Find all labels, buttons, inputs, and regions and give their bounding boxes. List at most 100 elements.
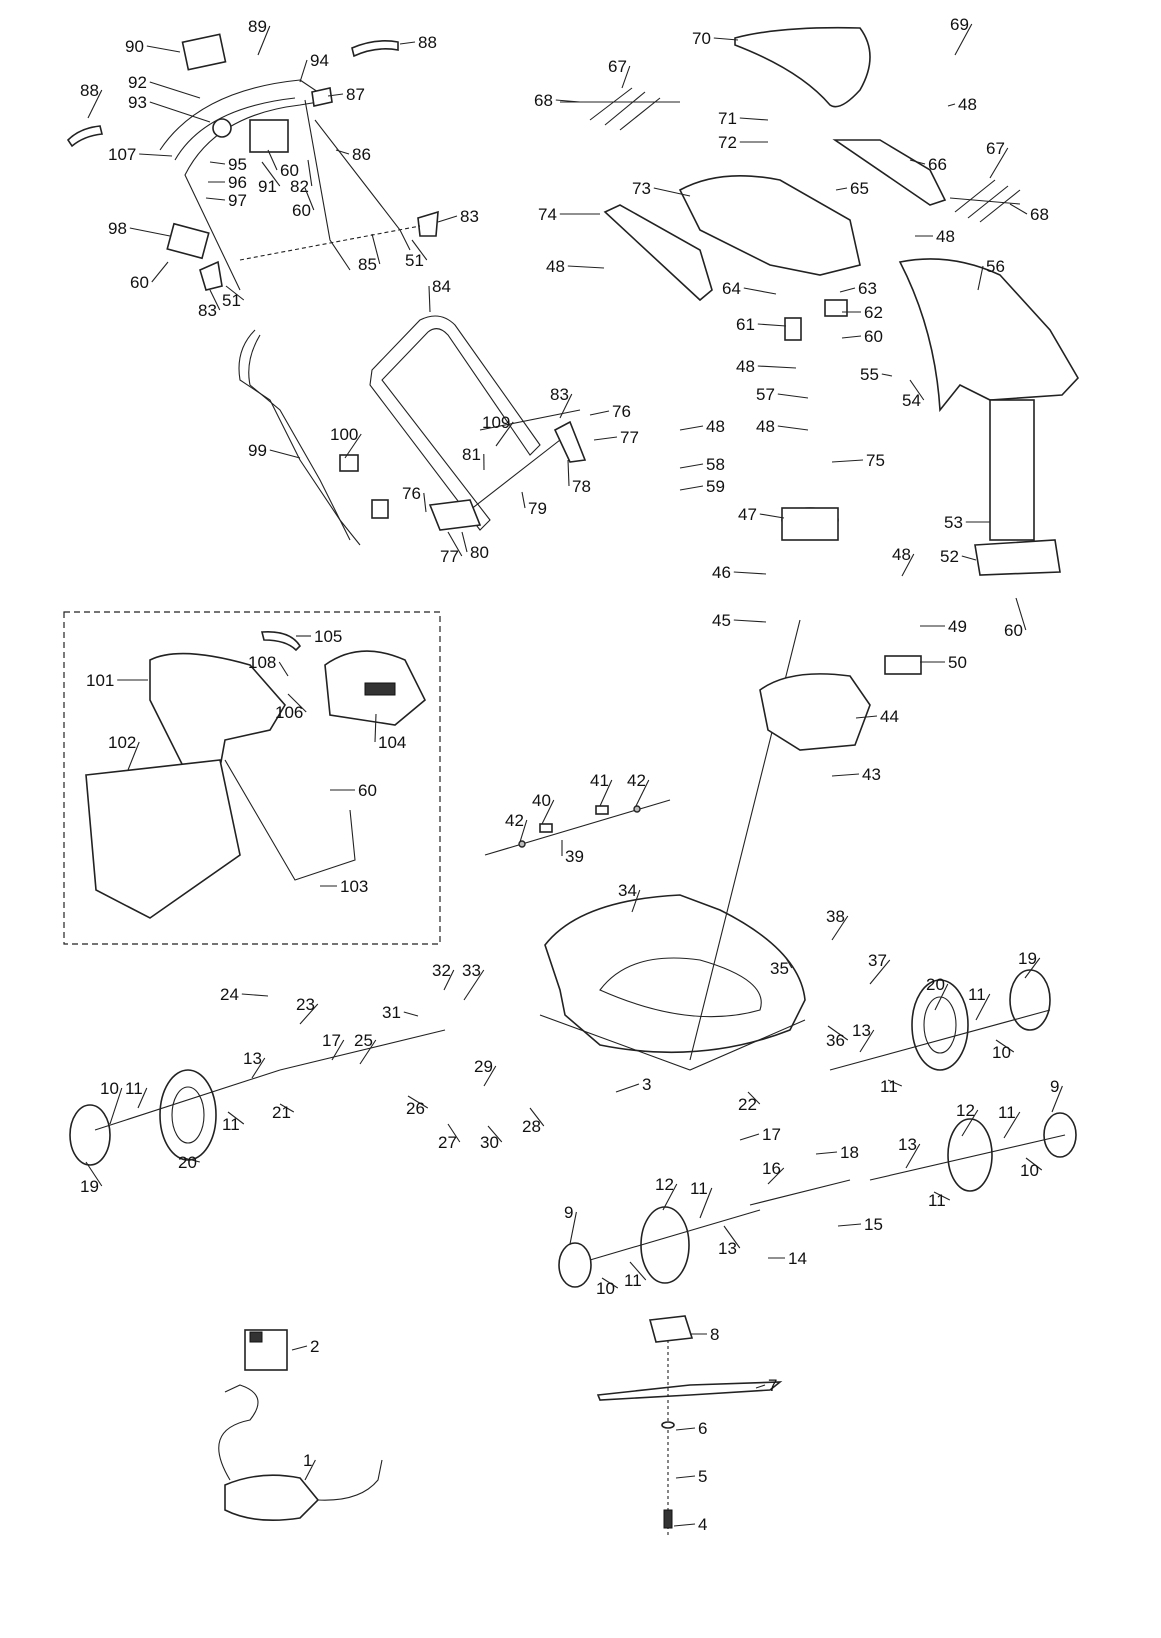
part-label-79: 79 [528, 499, 547, 518]
leader-line-p16 [767, 1167, 785, 1185]
part-label-78: 78 [572, 477, 591, 496]
leader-line-p48 [679, 425, 704, 431]
leader-line-p100 [344, 433, 362, 459]
leader-line-p63 [839, 287, 856, 293]
leader-line-p12 [961, 1109, 979, 1137]
part-label-37: 37 [868, 951, 887, 970]
leader-line-p92 [149, 81, 201, 99]
leader-line-p65 [835, 187, 848, 191]
part-label-104: 104 [378, 733, 406, 752]
leader-line-p20 [183, 1157, 200, 1163]
part-label-80: 80 [470, 543, 489, 562]
leader-line-p66 [909, 159, 926, 165]
part-label-83: 83 [198, 301, 217, 320]
leader-line-p76 [423, 492, 427, 513]
part-label-60: 60 [130, 273, 149, 292]
lower-handle-assembly [369, 315, 587, 531]
part-label-70: 70 [692, 29, 711, 48]
leader-line-p46 [733, 571, 767, 575]
part-label-14: 14 [788, 1249, 807, 1268]
leader-line-p37 [869, 959, 891, 985]
part-label-48: 48 [892, 545, 911, 564]
part-label-53: 53 [944, 513, 963, 532]
grass-bag-kit-box [63, 611, 441, 945]
part-label-10: 10 [1020, 1161, 1039, 1180]
part-label-24: 24 [220, 985, 239, 1004]
top-hood-assembly [603, 26, 1079, 576]
part-label-13: 13 [243, 1049, 262, 1068]
part-label-103: 103 [340, 877, 368, 896]
part-label-84: 84 [432, 277, 451, 296]
part-label-77: 77 [620, 428, 639, 447]
part-label-86: 86 [352, 145, 371, 164]
leader-line-p57 [777, 393, 809, 399]
leader-line-p11 [137, 1087, 148, 1109]
leader-line-p11 [699, 1187, 713, 1219]
part-label-12: 12 [956, 1101, 975, 1120]
part-label-47: 47 [738, 505, 757, 524]
leader-line-p71 [739, 117, 769, 121]
part-label-17: 17 [322, 1031, 341, 1050]
part-label-101: 101 [86, 671, 114, 690]
leader-line-p48 [567, 265, 605, 269]
leader-line-p95 [209, 161, 226, 165]
leader-line-p85 [371, 233, 381, 265]
leader-line-p22 [747, 1091, 761, 1105]
part-label-32: 32 [432, 961, 451, 980]
leader-line-p68 [1009, 203, 1028, 215]
part-label-18: 18 [840, 1143, 859, 1162]
part-label-83: 83 [550, 385, 569, 404]
part-label-1: 1 [303, 1451, 312, 1470]
part-label-94: 94 [310, 51, 329, 70]
part-label-74: 74 [538, 205, 557, 224]
part-label-11: 11 [880, 1077, 898, 1096]
part-label-87: 87 [346, 85, 365, 104]
part-label-60: 60 [864, 327, 883, 346]
mower-deck [539, 619, 806, 1071]
leader-line-p52 [961, 555, 977, 561]
leader-line-p60 [304, 187, 315, 211]
leader-line-p79 [521, 491, 526, 509]
part-label-39: 39 [565, 847, 584, 866]
leader-line-p11 [1003, 1111, 1021, 1139]
leader-line-p13 [251, 1057, 266, 1079]
part-label-49: 49 [948, 617, 967, 636]
part-label-93: 93 [128, 93, 147, 112]
leader-line-p40 [541, 799, 555, 825]
grass-bag-parts [85, 630, 426, 919]
leader-line-p102 [127, 741, 140, 771]
part-label-13: 13 [898, 1135, 917, 1154]
part-label-2: 2 [310, 1337, 319, 1356]
part-label-81: 81 [462, 445, 481, 464]
leader-line-p9 [569, 1211, 577, 1245]
leader-line-p11 [227, 1111, 245, 1125]
leader-line-p82 [307, 159, 313, 187]
part-label-42: 42 [627, 771, 646, 790]
leader-line-p56 [977, 265, 984, 291]
leader-line-p10 [601, 1277, 619, 1289]
part-label-92: 92 [128, 73, 147, 92]
part-label-5: 5 [698, 1467, 707, 1486]
part-label-59: 59 [706, 477, 725, 496]
leader-line-p99 [269, 449, 301, 459]
part-label-48: 48 [736, 357, 755, 376]
part-label-48: 48 [756, 417, 775, 436]
leader-line-p13 [905, 1143, 921, 1169]
leader-line-p28 [529, 1107, 545, 1127]
part-label-107: 107 [108, 145, 136, 164]
part-label-66: 66 [928, 155, 947, 174]
leader-line-p76 [589, 410, 610, 416]
part-label-13: 13 [852, 1021, 871, 1040]
part-label-31: 31 [382, 1003, 401, 1022]
leader-line-p32 [443, 969, 455, 991]
part-label-102: 102 [108, 733, 136, 752]
part-label-11: 11 [690, 1179, 708, 1198]
part-label-22: 22 [738, 1095, 757, 1114]
leader-line-p48 [901, 553, 915, 577]
wheels [69, 969, 1077, 1288]
leader-line-p107 [139, 153, 173, 157]
leader-line-p11 [933, 1191, 951, 1201]
leader-line-p29 [483, 1065, 497, 1087]
